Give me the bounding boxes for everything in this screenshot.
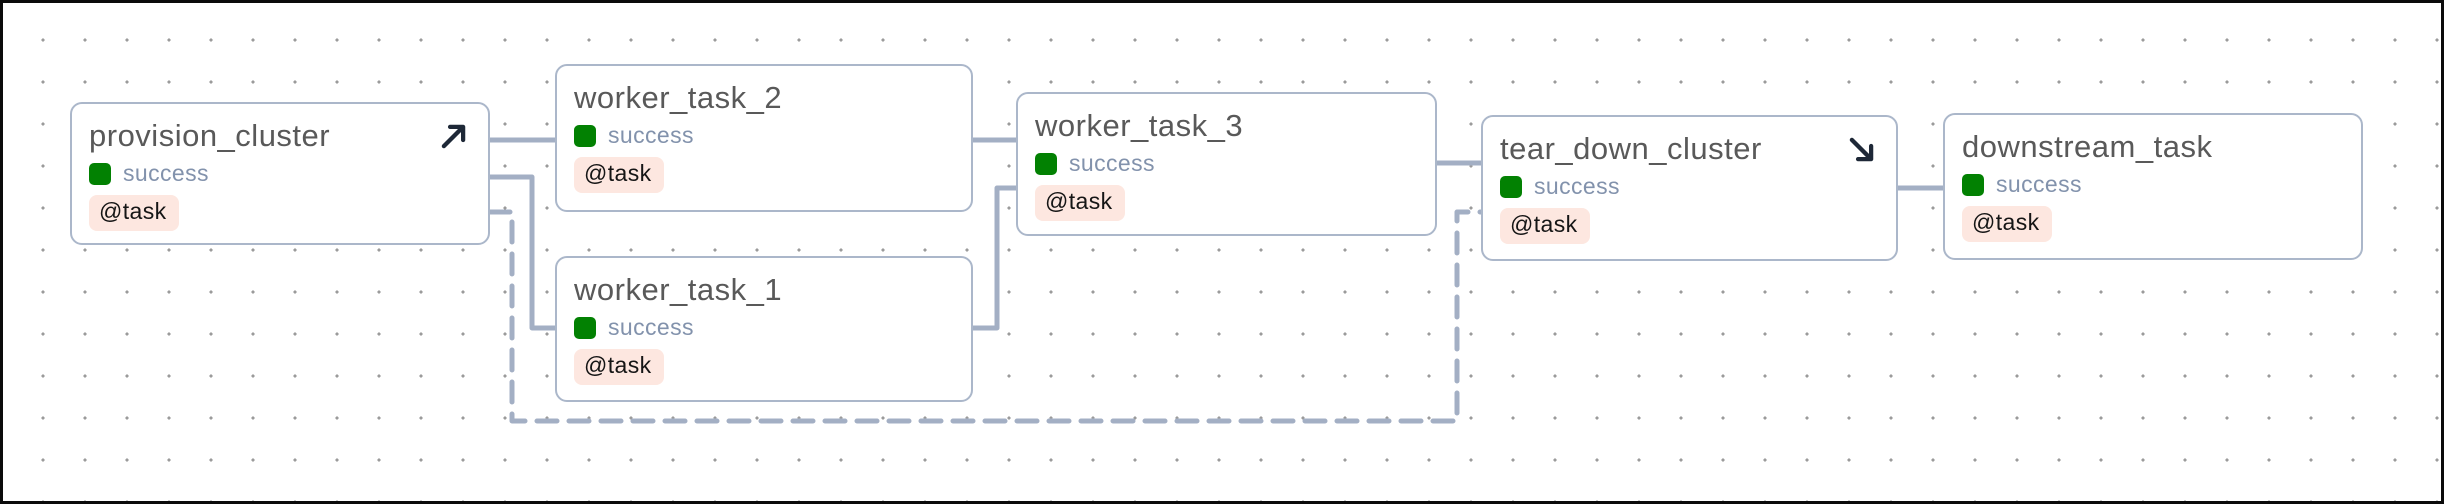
task-decorator-badge: @task xyxy=(574,157,664,193)
task-status-row: success xyxy=(89,157,472,190)
task-status-row: success xyxy=(1500,170,1880,203)
task-state-label: success xyxy=(608,314,694,340)
setup-arrow-icon xyxy=(437,120,470,153)
task-name: provision_cluster xyxy=(89,118,331,153)
edge-setup-teardown-provision_cluster-tear_down_cluster xyxy=(487,209,1484,424)
success-state-square xyxy=(574,316,596,339)
task-name: tear_down_cluster xyxy=(1500,131,1762,166)
task-decorator-badge: @task xyxy=(574,349,664,385)
edge-provision_cluster-worker_task_1 xyxy=(487,174,558,331)
success-state-square xyxy=(574,124,596,147)
edge-worker_task_1-worker_task_3 xyxy=(970,185,1019,331)
task-node-tear_down_cluster[interactable]: tear_down_cluster success @task xyxy=(1481,115,1898,261)
task-name: worker_task_3 xyxy=(1035,108,1244,143)
success-state-square xyxy=(89,162,111,185)
task-badge-row: @task xyxy=(1035,185,1419,221)
task-node-worker_task_1[interactable]: worker_task_1 success @task xyxy=(555,256,973,402)
task-name: worker_task_1 xyxy=(574,272,783,307)
task-node-downstream_task[interactable]: downstream_task success @task xyxy=(1943,113,2363,260)
task-state-label: success xyxy=(1996,171,2082,197)
task-decorator-badge: @task xyxy=(1962,206,2052,242)
task-state-label: success xyxy=(1534,173,1620,199)
task-badge-row: @task xyxy=(574,349,955,385)
teardown-arrow-icon xyxy=(1845,133,1878,166)
success-state-square xyxy=(1035,152,1057,175)
task-decorator-badge: @task xyxy=(89,195,179,231)
task-badge-row: @task xyxy=(574,157,955,193)
task-status-row: success xyxy=(1035,147,1419,180)
task-status-row: success xyxy=(574,311,955,344)
task-decorator-badge: @task xyxy=(1500,208,1590,244)
task-badge-row: @task xyxy=(1500,208,1880,244)
task-name: worker_task_2 xyxy=(574,80,783,115)
task-state-label: success xyxy=(608,122,694,148)
task-state-label: success xyxy=(123,160,209,186)
task-title-row: provision_cluster xyxy=(89,116,472,156)
success-state-square xyxy=(1962,173,1984,196)
task-node-worker_task_2[interactable]: worker_task_2 success @task xyxy=(555,64,973,212)
task-title-row: downstream_task xyxy=(1962,127,2345,167)
task-node-provision_cluster[interactable]: provision_cluster success @task xyxy=(70,102,490,245)
task-badge-row: @task xyxy=(1962,206,2345,242)
task-decorator-badge: @task xyxy=(1035,185,1125,221)
task-status-row: success xyxy=(1962,168,2345,201)
task-status-row: success xyxy=(574,119,955,152)
task-title-row: tear_down_cluster xyxy=(1500,129,1880,169)
task-state-label: success xyxy=(1069,150,1155,176)
task-node-worker_task_3[interactable]: worker_task_3 success @task xyxy=(1016,92,1437,236)
task-title-row: worker_task_3 xyxy=(1035,106,1419,146)
task-title-row: worker_task_2 xyxy=(574,78,955,118)
success-state-square xyxy=(1500,175,1522,198)
task-name: downstream_task xyxy=(1962,129,2213,164)
task-badge-row: @task xyxy=(89,195,472,231)
task-title-row: worker_task_1 xyxy=(574,270,955,310)
